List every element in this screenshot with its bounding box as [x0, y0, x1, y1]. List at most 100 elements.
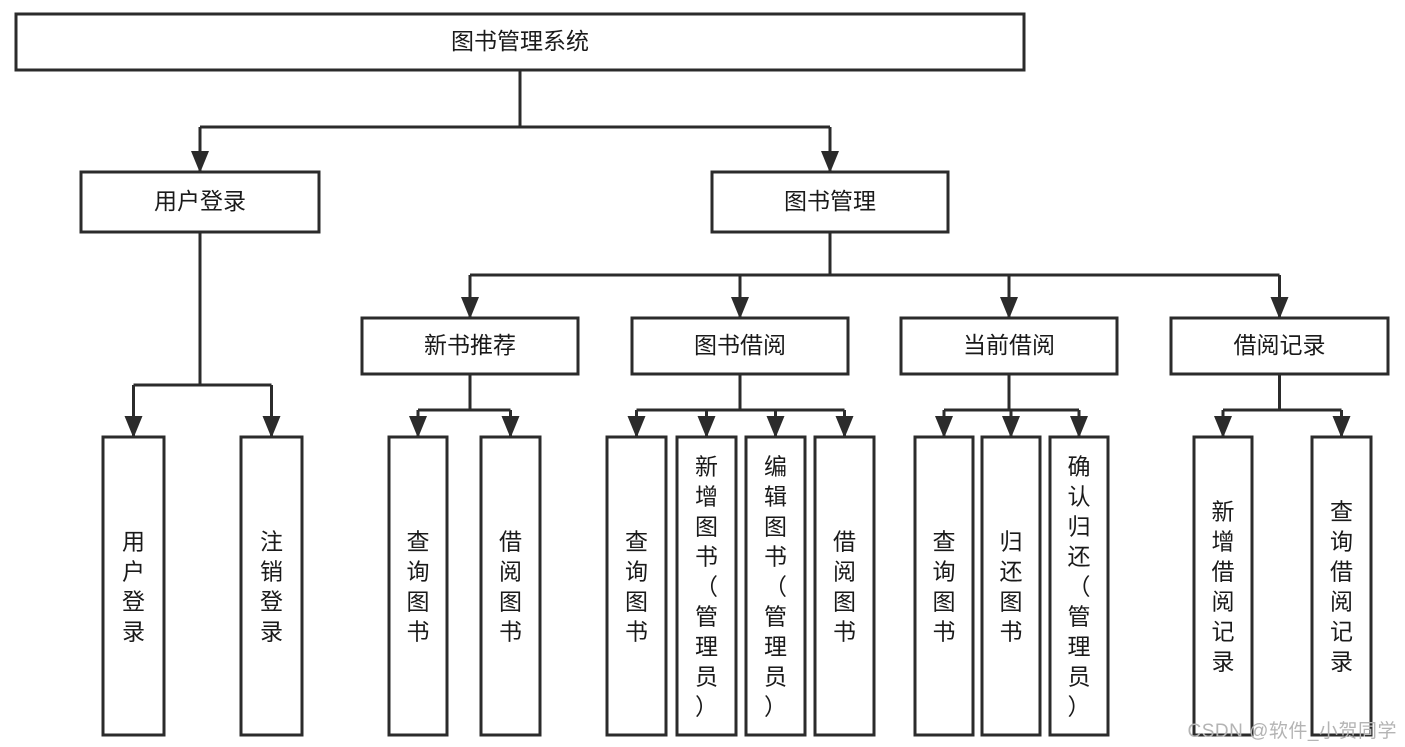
node-box [79, 170, 321, 234]
node-root[interactable]: 图书管理系统 [14, 12, 1026, 72]
edge-group-newbook [409, 374, 520, 438]
node-box [1310, 435, 1373, 737]
node-label-char: 询 [1330, 528, 1353, 554]
node-label-char: 阅 [1330, 588, 1353, 614]
node-label-char: 借 [1212, 558, 1235, 584]
node-label-char: 销 [260, 558, 283, 584]
node-label-char: 书 [933, 618, 956, 644]
node-newbook[interactable]: 新书推荐 [360, 316, 580, 376]
node-layer: 图书管理系统用户登录图书管理新书推荐图书借阅当前借阅借阅记录用户登录注销登录查询… [14, 12, 1390, 737]
node-label-char: 认 [1068, 483, 1091, 509]
node-label-char: 询 [933, 558, 956, 584]
node-label-char: 书 [764, 543, 787, 569]
node-label-char: 录 [122, 618, 145, 644]
node-label-char: 阅 [833, 558, 856, 584]
arrow-head-icon [501, 416, 520, 438]
connector-layer [124, 70, 1351, 438]
node-current[interactable]: 当前借阅 [899, 316, 1119, 376]
node-label-char: 图 [499, 588, 522, 614]
node-box [630, 316, 850, 376]
arrow-head-icon [461, 297, 479, 319]
node-box [980, 435, 1042, 737]
edge-group-records [1214, 374, 1351, 438]
node-label-char: 图 [625, 588, 648, 614]
node-label-char: 录 [1330, 648, 1353, 674]
node-box [387, 435, 449, 737]
node-box [101, 435, 166, 737]
edge-group-root [191, 70, 839, 173]
arrow-head-icon [1270, 297, 1289, 319]
node-box [479, 435, 542, 737]
node-bookmgmt[interactable]: 图书管理 [710, 170, 950, 234]
node-label: 新书推荐 [424, 332, 516, 358]
node-label-char: 员 [1068, 663, 1091, 689]
node-box [14, 12, 1026, 72]
node-label-char: 理 [764, 633, 787, 659]
node-label-char: ） [1068, 693, 1091, 719]
node-label-char: 增 [1212, 528, 1235, 554]
node-label-char: 图 [407, 588, 430, 614]
node-borrow[interactable]: 图书借阅 [630, 316, 850, 376]
node-label: 用户登录 [154, 188, 246, 214]
node-label-char: 员 [764, 663, 787, 689]
node-label-char: 记 [1212, 618, 1235, 644]
node-label-char: （ [764, 573, 787, 599]
node-box [744, 435, 807, 737]
node-l1[interactable]: 用户登录 [101, 435, 166, 737]
node-label-char: 归 [1000, 528, 1023, 554]
node-label-char: 增 [695, 483, 718, 509]
arrow-head-icon [262, 416, 281, 438]
node-label-char: 确 [1068, 453, 1091, 479]
arrow-head-icon [835, 416, 854, 438]
node-label-char: 借 [499, 528, 522, 554]
arrow-head-icon [766, 416, 785, 438]
node-label-char: 询 [407, 558, 430, 584]
node-label: 当前借阅 [963, 332, 1055, 358]
node-label-char: 编 [764, 453, 787, 479]
node-label-char: 注 [260, 528, 283, 554]
arrow-head-icon [731, 297, 749, 319]
node-label-char: 户 [122, 558, 145, 584]
node-label-char: 书 [695, 543, 718, 569]
edge-group-bookmgmt [461, 232, 1289, 319]
node-label-char: 阅 [1212, 588, 1235, 614]
node-label: 图书管理 [784, 188, 876, 214]
arrow-head-icon [191, 151, 209, 173]
node-label-char: 管 [695, 603, 718, 629]
node-label: 图书借阅 [694, 332, 786, 358]
arrow-head-icon [627, 416, 646, 438]
arrow-head-icon [1070, 416, 1088, 438]
node-label-char: ） [764, 693, 787, 719]
arrow-head-icon [1332, 416, 1351, 438]
node-login[interactable]: 用户登录 [79, 170, 321, 234]
node-label-char: 图 [695, 513, 718, 539]
node-label-char: 图 [833, 588, 856, 614]
node-records[interactable]: 借阅记录 [1169, 316, 1390, 376]
node-label-char: 图 [933, 588, 956, 614]
node-label: 图书管理系统 [451, 28, 589, 54]
node-label-char: （ [1068, 573, 1091, 599]
node-label-char: ） [695, 693, 718, 719]
node-label-char: 询 [625, 558, 648, 584]
node-label: 借阅记录 [1234, 332, 1326, 358]
node-label-char: 书 [407, 618, 430, 644]
edge-group-current [935, 374, 1088, 438]
node-label-char: 图 [764, 513, 787, 539]
node-label-char: 图 [1000, 588, 1023, 614]
arrow-head-icon [821, 151, 839, 173]
node-label-char: 还 [1068, 543, 1091, 569]
edge-group-login [124, 232, 281, 438]
